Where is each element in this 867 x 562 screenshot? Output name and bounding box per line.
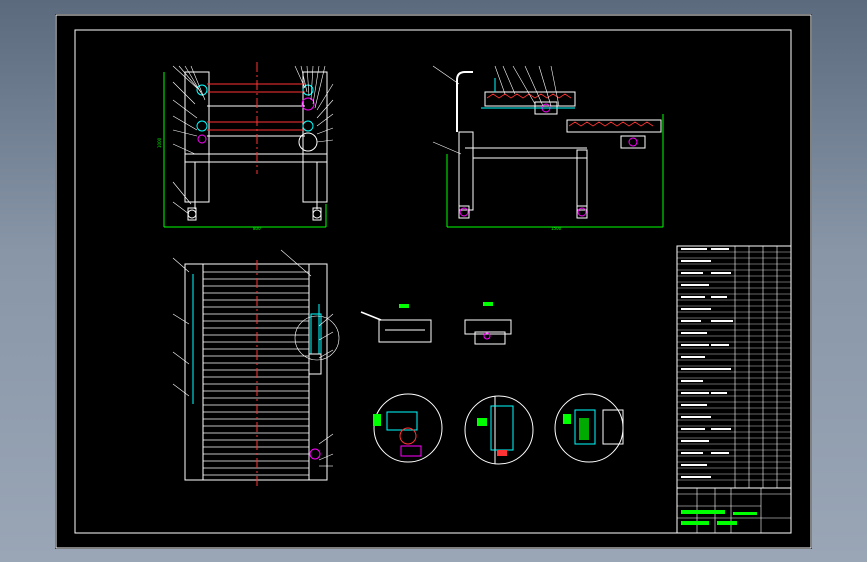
front-view: 1000 800 <box>157 62 334 231</box>
side-view: 1500 <box>432 65 664 231</box>
drawing-canvas: 1000 800 <box>55 14 812 549</box>
outer-border <box>55 14 812 549</box>
drawing-sheet: 1000 800 <box>55 14 812 549</box>
top-view <box>172 249 340 488</box>
svg-text:1500: 1500 <box>551 226 562 231</box>
svg-text:1000: 1000 <box>157 137 162 148</box>
inner-border <box>74 29 792 534</box>
part-views <box>360 302 512 345</box>
detail-views <box>373 393 624 465</box>
svg-text:800: 800 <box>253 226 261 231</box>
title-block <box>676 245 792 534</box>
